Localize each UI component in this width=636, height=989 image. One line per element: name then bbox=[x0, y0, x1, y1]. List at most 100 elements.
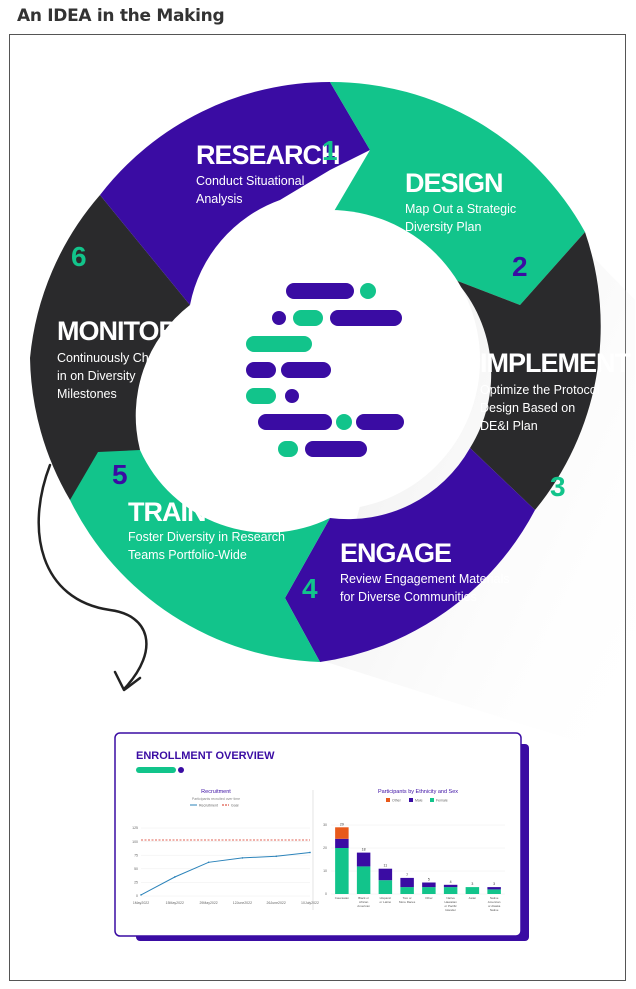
bar-female bbox=[443, 887, 458, 894]
category-label: Two or bbox=[403, 896, 412, 900]
category-label: Caucasian bbox=[335, 896, 350, 900]
category-label: American bbox=[357, 904, 370, 908]
bar-total-label: 3 bbox=[493, 882, 495, 886]
recruitment-point bbox=[140, 894, 142, 896]
stage-desc-train-1: Foster Diversity in Research bbox=[128, 530, 285, 544]
stage-number-1: 1 bbox=[322, 135, 338, 166]
legend-female: Female bbox=[436, 799, 448, 803]
y-tick-label: 0 bbox=[325, 892, 327, 896]
bar-total-label: 29 bbox=[340, 822, 344, 826]
category-label: American bbox=[488, 900, 501, 904]
category-label: or Latino bbox=[380, 900, 392, 904]
dashboard-title: ENROLLMENT OVERVIEW bbox=[136, 750, 275, 762]
recruitment-point bbox=[275, 855, 278, 858]
stage-desc-engage-2: for Diverse Communities bbox=[340, 590, 477, 604]
stage-desc-implement-1: Optimize the Protocol bbox=[480, 383, 600, 397]
bar-male bbox=[443, 884, 458, 888]
bar-male bbox=[487, 887, 501, 890]
recruitment-plot: 125 100 75 50 25 0 1May2022 15May2022 29May2022 1… bbox=[132, 826, 319, 905]
bar-male bbox=[378, 868, 393, 881]
stage-number-2: 2 bbox=[512, 251, 528, 282]
recruitment-line bbox=[140, 852, 311, 896]
stage-desc-monitor-3: Milestones bbox=[57, 387, 117, 401]
stage-desc-implement-2: Design Based on bbox=[480, 401, 575, 415]
stage-number-6: 6 bbox=[71, 241, 87, 272]
recruitment-point bbox=[241, 857, 244, 859]
category-label: or Pacific bbox=[444, 904, 457, 908]
bar-female bbox=[335, 848, 349, 894]
bar-male bbox=[400, 877, 414, 888]
x-tick-label: 10July2022 bbox=[301, 901, 319, 905]
x-tick-label: 1May2022 bbox=[133, 901, 149, 905]
y-tick-label: 75 bbox=[134, 853, 138, 857]
stage-desc-monitor-2: in on Diversity bbox=[57, 369, 136, 383]
segment-train bbox=[70, 450, 330, 662]
bar-male bbox=[356, 852, 371, 867]
bar-total-label: 4 bbox=[450, 880, 452, 884]
y-tick-label: 20 bbox=[323, 846, 327, 850]
stage-desc-research-2: Analysis bbox=[196, 192, 243, 206]
x-tick-label: 26June2022 bbox=[267, 901, 286, 905]
category-label: or Alaska bbox=[488, 904, 501, 908]
stage-desc-monitor-1: Continuously Check bbox=[57, 351, 169, 365]
bar-total-label: 3 bbox=[471, 882, 473, 886]
center-hub bbox=[180, 210, 480, 510]
recruitment-point bbox=[207, 861, 210, 864]
bar-female bbox=[465, 887, 480, 894]
ethnicity-title: Participants by Ethnicity and Sex bbox=[378, 789, 458, 795]
bar-total-label: 5 bbox=[428, 878, 430, 882]
recruitment-subtitle: Participants recruited over time bbox=[192, 797, 240, 801]
legend-other: Other bbox=[392, 799, 402, 803]
recruitment-point bbox=[174, 876, 176, 878]
center-logo bbox=[246, 283, 404, 457]
y-tick-label: 10 bbox=[323, 869, 327, 873]
stage-title-research: RESEARCH bbox=[196, 140, 340, 170]
recruitment-point bbox=[309, 851, 311, 854]
enrollment-overview-card: ENROLLMENT OVERVIEW Recruitment Particip… bbox=[114, 732, 529, 941]
category-label: More Races bbox=[399, 900, 416, 904]
x-tick-label: 15May2022 bbox=[166, 901, 184, 905]
stage-title-design: DESIGN bbox=[405, 168, 503, 198]
bar-other bbox=[335, 827, 349, 839]
y-tick-label: 0 bbox=[136, 894, 138, 898]
legend-recruitment: Recruitment bbox=[199, 804, 218, 808]
bar-female bbox=[378, 880, 393, 894]
y-tick-label: 100 bbox=[132, 840, 138, 844]
category-label: Hispanic bbox=[380, 896, 392, 900]
segment-monitor bbox=[30, 195, 190, 500]
stage-desc-research-1: Conduct Situational bbox=[196, 174, 304, 188]
category-label: Asian bbox=[469, 896, 477, 900]
legend-goal: Goal bbox=[231, 804, 239, 808]
stage-title-monitor: MONITOR bbox=[57, 316, 177, 346]
category-label: Other bbox=[425, 896, 433, 900]
stage-desc-train-2: Teams Portfolio-Wide bbox=[128, 548, 247, 562]
page-title: An IDEA in the Making bbox=[17, 6, 225, 26]
stage-desc-implement-3: DE&I Plan bbox=[480, 419, 538, 433]
y-tick-label: 30 bbox=[323, 823, 327, 827]
y-tick-label: 25 bbox=[134, 881, 138, 885]
legend-male: Male bbox=[415, 799, 423, 803]
category-label: African bbox=[359, 900, 369, 904]
stage-title-engage: ENGAGE bbox=[340, 538, 451, 568]
stage-number-4: 4 bbox=[302, 573, 318, 604]
stage-desc-design-1: Map Out a Strategic bbox=[405, 202, 516, 216]
curved-arrow bbox=[37, 463, 148, 690]
category-label: Native bbox=[490, 908, 499, 912]
bar-total-label: 11 bbox=[384, 864, 388, 868]
category-label: Native bbox=[490, 896, 499, 900]
category-label: Native bbox=[446, 896, 455, 900]
bar-male bbox=[422, 882, 436, 888]
y-tick-label: 125 bbox=[132, 826, 138, 830]
x-tick-label: 29May2022 bbox=[199, 901, 217, 905]
stage-number-5: 5 bbox=[112, 459, 128, 490]
bar-female bbox=[356, 866, 371, 894]
recruitment-title: Recruitment bbox=[201, 789, 231, 795]
segment-design bbox=[330, 81, 585, 305]
y-tick-label: 50 bbox=[134, 867, 138, 871]
stage-desc-design-2: Diversity Plan bbox=[405, 220, 481, 234]
segment-implement bbox=[455, 232, 601, 510]
segment-research bbox=[100, 81, 370, 305]
x-tick-label: 12June2022 bbox=[233, 901, 252, 905]
